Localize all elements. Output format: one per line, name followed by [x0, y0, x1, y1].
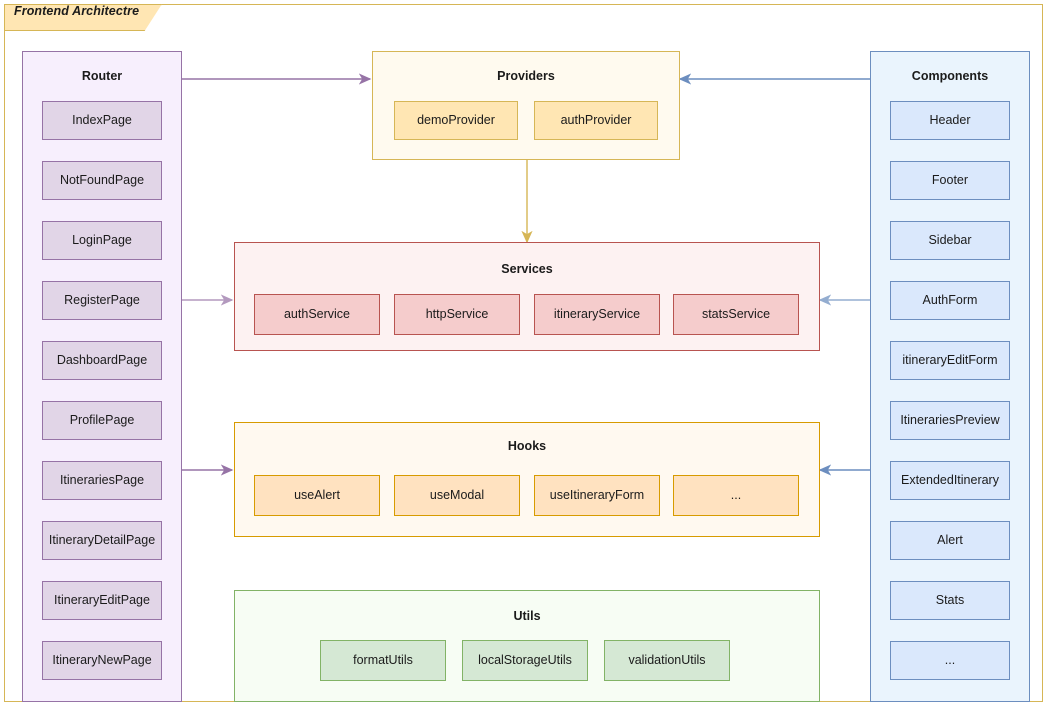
node-auth-provider[interactable]: authProvider	[534, 101, 658, 140]
node-stats-service[interactable]: statsService	[673, 294, 799, 335]
group-providers-title: Providers	[497, 69, 555, 83]
node-not-found-page[interactable]: NotFoundPage	[42, 161, 162, 200]
group-components-title: Components	[911, 69, 989, 83]
node-itinerary-service[interactable]: itineraryService	[534, 294, 660, 335]
node-itineraries-preview[interactable]: ItinerariesPreview	[890, 401, 1010, 440]
node-dashboard-page[interactable]: DashboardPage	[42, 341, 162, 380]
node-extended-itinerary[interactable]: ExtendedItinerary	[890, 461, 1010, 500]
node-register-page[interactable]: RegisterPage	[42, 281, 162, 320]
node-itinerary-edit-form[interactable]: itineraryEditForm	[890, 341, 1010, 380]
node-use-itinerary-form[interactable]: useItineraryForm	[534, 475, 660, 516]
node-sidebar[interactable]: Sidebar	[890, 221, 1010, 260]
node-stats[interactable]: Stats	[890, 581, 1010, 620]
group-utils-title: Utils	[513, 609, 541, 623]
node-demo-provider[interactable]: demoProvider	[394, 101, 518, 140]
node-auth-form[interactable]: AuthForm	[890, 281, 1010, 320]
group-router-title: Router	[81, 69, 123, 83]
node-header[interactable]: Header	[890, 101, 1010, 140]
node-footer[interactable]: Footer	[890, 161, 1010, 200]
node-hooks-more[interactable]: ...	[673, 475, 799, 516]
diagram-title: Frontend Architectre	[14, 4, 140, 18]
node-use-modal[interactable]: useModal	[394, 475, 520, 516]
node-use-alert[interactable]: useAlert	[254, 475, 380, 516]
node-itineraries-page[interactable]: ItinerariesPage	[42, 461, 162, 500]
node-profile-page[interactable]: ProfilePage	[42, 401, 162, 440]
node-index-page[interactable]: IndexPage	[42, 101, 162, 140]
node-itinerary-detail-page[interactable]: ItineraryDetailPage	[42, 521, 162, 560]
node-http-service[interactable]: httpService	[394, 294, 520, 335]
node-format-utils[interactable]: formatUtils	[320, 640, 446, 681]
node-local-storage-utils[interactable]: localStorageUtils	[462, 640, 588, 681]
group-hooks-title: Hooks	[507, 439, 547, 453]
group-services-title: Services	[501, 262, 553, 276]
node-auth-service[interactable]: authService	[254, 294, 380, 335]
node-login-page[interactable]: LoginPage	[42, 221, 162, 260]
node-validation-utils[interactable]: validationUtils	[604, 640, 730, 681]
node-itinerary-new-page[interactable]: ItineraryNewPage	[42, 641, 162, 680]
node-itinerary-edit-page[interactable]: ItineraryEditPage	[42, 581, 162, 620]
diagram-title-tab	[4, 4, 162, 31]
node-alert[interactable]: Alert	[890, 521, 1010, 560]
node-components-more[interactable]: ...	[890, 641, 1010, 680]
